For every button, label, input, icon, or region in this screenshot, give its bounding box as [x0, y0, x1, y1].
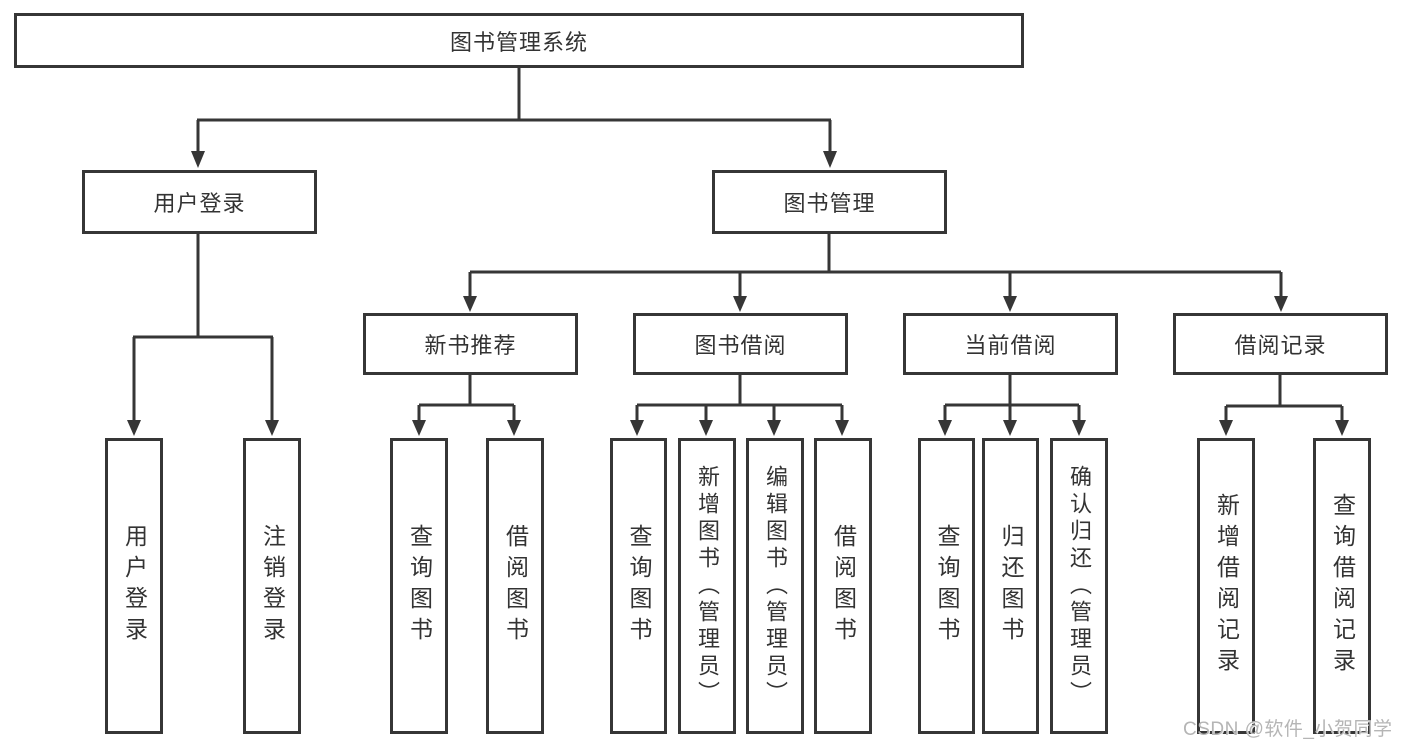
node-user-login: 用户登录	[82, 170, 317, 234]
leaf-recommend-borrow-books: 借阅图书	[486, 438, 544, 734]
leaf-confirm-return-admin: 确认归还（管理员）	[1050, 438, 1108, 734]
leaf-add-books-admin: 新增图书（管理员）	[678, 438, 736, 734]
leaf-edit-books-admin: 编辑图书（管理员）	[746, 438, 804, 734]
leaf-borrow-books: 借阅图书	[814, 438, 872, 734]
leaf-query-borrow-record: 查询借阅记录	[1313, 438, 1371, 734]
leaf-recommend-query-books: 查询图书	[390, 438, 448, 734]
leaf-user-login: 用户登录	[105, 438, 163, 734]
leaf-return-books: 归还图书	[982, 438, 1039, 734]
leaf-logout: 注销登录	[243, 438, 301, 734]
node-book-management: 图书管理	[712, 170, 947, 234]
leaf-add-borrow-record: 新增借阅记录	[1197, 438, 1255, 734]
node-root-library-system: 图书管理系统	[14, 13, 1024, 68]
node-new-book-recommend: 新书推荐	[363, 313, 578, 375]
node-borrow-record: 借阅记录	[1173, 313, 1388, 375]
leaf-current-query-books: 查询图书	[918, 438, 975, 734]
node-book-borrow: 图书借阅	[633, 313, 848, 375]
leaf-borrow-query-books: 查询图书	[610, 438, 667, 734]
node-current-borrow: 当前借阅	[903, 313, 1118, 375]
csdn-watermark: CSDN @软件_小贺同学	[1183, 719, 1393, 740]
